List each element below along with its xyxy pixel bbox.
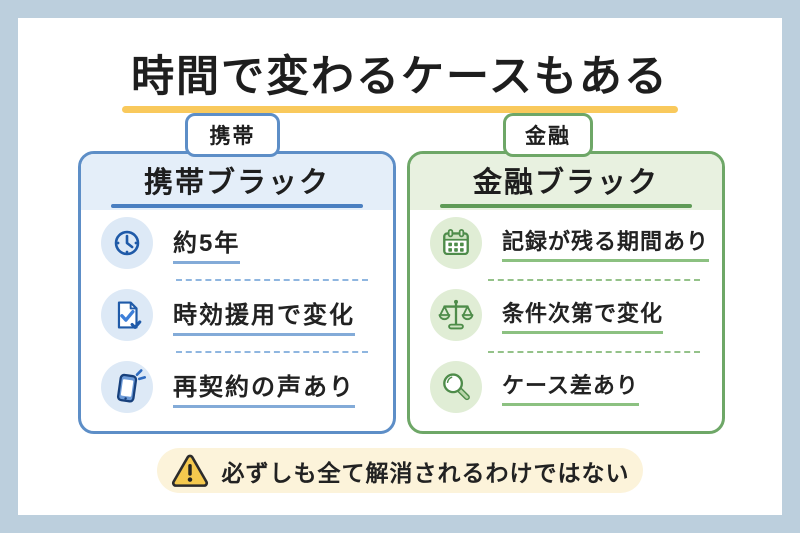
title-underline <box>122 106 678 113</box>
document-check-icon <box>101 289 153 341</box>
card-mobile-title: 携帯ブラック <box>143 167 330 199</box>
card-finance-header: 金融ブラック <box>410 154 722 210</box>
smartphone-icon <box>101 361 153 413</box>
list-item: 約5年 <box>81 217 393 269</box>
card-finance-black: 金融ブラック 記録が残る <box>407 151 725 434</box>
caution-banner: 必ずしも全て解消されるわけではない <box>157 448 643 493</box>
card-mobile-black: 携帯ブラック 約5年 <box>78 151 396 434</box>
list-item-label: 記録が残る期間あり <box>502 224 710 262</box>
card-mobile-title-underline <box>111 204 363 208</box>
scale-icon <box>430 289 482 341</box>
card-finance-title-underline <box>440 204 692 208</box>
infographic-canvas: 時間で変わるケースもある 携帯 金融 携帯ブラック 約5年 <box>18 18 782 515</box>
dashed-divider <box>488 279 700 281</box>
dashed-divider <box>176 279 368 281</box>
list-item-label: 約5年 <box>173 223 241 264</box>
list-item: ケース差あり <box>410 361 722 413</box>
list-item-label: 再契約の声あり <box>173 367 355 408</box>
dashed-divider <box>488 351 700 353</box>
caution-text: 必ずしも全て解消されるわけではない <box>221 459 630 486</box>
tab-finance: 金融 <box>503 113 593 157</box>
list-item: 記録が残る期間あり <box>410 217 722 269</box>
list-item-label: ケース差あり <box>502 368 639 406</box>
list-item: 条件次第で変化 <box>410 289 722 341</box>
dashed-divider <box>176 351 368 353</box>
clock-icon <box>101 217 153 269</box>
list-item-label: 条件次第で変化 <box>502 296 664 334</box>
card-finance-title: 金融ブラック <box>472 167 659 199</box>
list-item-label: 時効援用で変化 <box>173 295 355 336</box>
list-item: 再契約の声あり <box>81 361 393 413</box>
tab-mobile-label: 携帯 <box>209 125 256 148</box>
warning-icon <box>171 453 209 488</box>
magnifier-icon <box>430 361 482 413</box>
tab-mobile: 携帯 <box>185 113 280 157</box>
card-mobile-header: 携帯ブラック <box>81 154 393 210</box>
calendar-icon <box>430 217 482 269</box>
tab-finance-label: 金融 <box>525 125 571 148</box>
page-title: 時間で変わるケースもある <box>131 53 669 101</box>
list-item: 時効援用で変化 <box>81 289 393 341</box>
